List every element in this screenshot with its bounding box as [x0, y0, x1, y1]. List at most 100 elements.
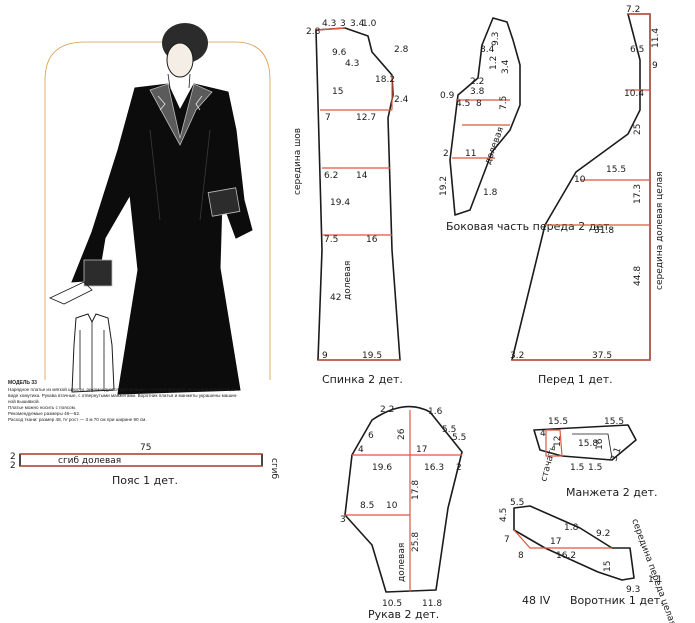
sleeve-m: 19.6 [372, 463, 392, 473]
back-m: 6.2 [324, 171, 338, 181]
back-m: 9 [322, 351, 328, 361]
cuff-m: 1.5 [570, 463, 584, 473]
collar-size: 48 IV [522, 594, 551, 607]
back-m: 9.6 [332, 48, 347, 58]
front-m: 17.3 [633, 184, 643, 204]
cuff-title: Манжета 2 дет. [566, 486, 658, 499]
arched-frame [44, 41, 271, 380]
front-m: 10.4 [624, 89, 644, 99]
back-m: 4.3 [322, 19, 336, 29]
side-front-m: 11 [465, 149, 476, 159]
back-piece: 2.8 4.3 3 3.4 1.0 2.8 9.6 4.3 18.2 2.4 1… [293, 19, 409, 386]
cuff-m: 4 [540, 429, 546, 439]
sleeve-m: 2 [456, 463, 462, 473]
model-description-line: ной вышивкой. [8, 398, 40, 404]
sleeve-title: Рукав 2 дет. [368, 608, 439, 621]
side-front-m: 1.8 [483, 188, 498, 198]
front-m: 9 [652, 61, 658, 71]
collar-m: 4.5 [499, 508, 509, 522]
sleeve-m: 17 [416, 445, 427, 455]
cuff-m: 12 [553, 436, 563, 447]
model-cuff-left [83, 259, 113, 287]
model-description-line: Платье можно носить с поясом. [8, 405, 76, 410]
cuff-m: 15.5 [548, 417, 568, 427]
back-m: 3.4 [350, 19, 365, 29]
sleeve-m: 11.8 [422, 599, 442, 609]
side-front-m: 4.5 [456, 99, 470, 109]
front-title: Перед 1 дет. [538, 373, 613, 386]
cuff-m: 16 [595, 438, 605, 450]
illustration-panel [44, 23, 271, 395]
sleeve-m: 5.5 [452, 433, 466, 443]
sleeve-m: 16.3 [424, 463, 444, 473]
model-face [166, 42, 194, 78]
belt-width-left: 2 [10, 452, 16, 462]
sleeve-m: 17.8 [411, 480, 421, 500]
back-m: 19.4 [330, 198, 350, 208]
front-fold-label: середина долевая целая [655, 171, 665, 290]
back-m: 16 [366, 235, 378, 245]
back-grain-label: долевая [343, 261, 353, 300]
collar-m: 9.3 [626, 585, 640, 595]
back-m: 14 [356, 171, 368, 181]
side-front-m: 3.4 [501, 59, 511, 74]
back-m: 42 [330, 293, 341, 303]
back-m: 2.4 [394, 95, 409, 105]
sleeve-m: 3 [340, 515, 346, 525]
sleeve-m: 10 [386, 501, 398, 511]
side-front-m: 1.2 [489, 56, 499, 70]
sleeve-m: 2.2 [380, 405, 394, 415]
belt-piece: 75 2 2 сгиб долевая сгиб Пояс 1 дет. [10, 443, 279, 487]
model-description-line: Рекомендуемые размеры 46—52. [8, 411, 80, 416]
collar-m: 16.2 [556, 551, 576, 561]
side-front-title: Боковая часть переда 2 дет. [446, 220, 613, 233]
belt-fold-label: сгиб долевая [58, 456, 121, 466]
cuff-m: 1.5 [588, 463, 602, 473]
back-m: 3 [340, 19, 346, 29]
side-front-grain: долевая [483, 126, 506, 166]
model-description-line: Расход ткани: размер 48, IV рост — 3 м 7… [8, 417, 147, 422]
model-description-line: виде хомутика. Рукава втачные, с отверну… [8, 393, 238, 398]
collar-piece: 5.5 7 4.5 1.8 9.2 8 17 16.2 15 9.3 1.1 с… [499, 498, 677, 623]
model-dress [71, 83, 253, 395]
collar-m: 15 [603, 561, 613, 572]
back-m: 4.3 [345, 59, 359, 69]
back-m: 12.7 [356, 113, 376, 123]
model-description-line: Нарядное платье из мягкой шерсти, рекоме… [8, 386, 235, 392]
collar-title: Воротник 1 дет. [570, 594, 664, 607]
sleeve-grain: долевая [397, 543, 407, 582]
collar-m: 5.5 [510, 498, 524, 508]
front-m: 37.5 [592, 351, 612, 361]
back-m: 18.2 [375, 75, 395, 85]
belt-length: 75 [140, 443, 151, 453]
sleeve-m: 6 [368, 431, 374, 441]
sleeve-m: 26 [397, 428, 407, 440]
side-front-m: 8 [476, 99, 482, 109]
side-front-m: 7.5 [499, 96, 509, 110]
cuff-piece: 15.5 15.5 12 16 1.5 1.5 3.1 4 15.8 стача… [533, 417, 658, 499]
back-m: 7 [325, 113, 331, 123]
side-front-m: 19.2 [439, 176, 449, 196]
back-m: 19.5 [362, 351, 382, 361]
back-title: Спинка 2 дет. [322, 373, 403, 386]
back-m: 2.8 [306, 27, 321, 37]
collar-center-label: середина переда целая [629, 518, 677, 623]
sleeve-m: 4 [358, 445, 364, 455]
collar-m: 1.1 [648, 575, 662, 585]
collar-m: 7 [504, 535, 510, 545]
side-front-m: 0.9 [440, 91, 455, 101]
side-front-m: 2 [443, 149, 449, 159]
front-m: 6.5 [630, 45, 644, 55]
front-m: 44.8 [633, 266, 643, 286]
collar-m: 9.2 [596, 529, 610, 539]
belt-side-fold: сгиб [269, 458, 279, 480]
back-m: 2.8 [394, 45, 409, 55]
model-collar [149, 83, 213, 146]
front-m: 25 [633, 124, 643, 135]
model-caption: МОДЕЛЬ 33 [8, 380, 37, 386]
front-m: 31.8 [594, 226, 614, 236]
collar-m: 8 [518, 551, 524, 561]
front-m: 15.5 [606, 165, 626, 175]
cuff-m: 3.1 [609, 446, 623, 463]
model-cuff-right [207, 187, 241, 217]
